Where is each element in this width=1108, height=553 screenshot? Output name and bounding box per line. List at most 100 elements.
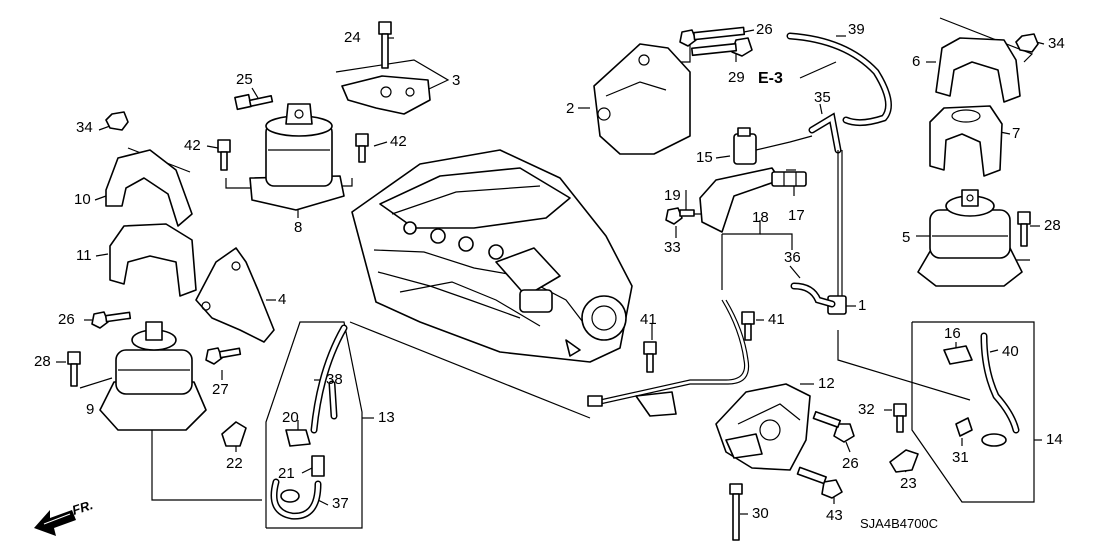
callout-2: 2 — [566, 100, 575, 117]
section-reference-label: E-3 — [758, 70, 783, 87]
callout-17: 17 — [788, 207, 805, 224]
callout-37: 37 — [332, 495, 349, 512]
callout-24: 24 — [344, 29, 361, 46]
diagram-code: SJA4B4700C — [860, 516, 939, 531]
part-7-cover — [929, 105, 1003, 177]
part-36-hose — [790, 282, 836, 308]
callout-42-right: 42 — [390, 133, 407, 150]
part-12-bracket — [715, 383, 811, 471]
bolt-24 — [378, 21, 392, 69]
bolt-43 — [796, 466, 843, 499]
part-35-hose — [808, 112, 842, 154]
callout-16: 16 — [944, 325, 961, 342]
bolt-27 — [205, 347, 242, 365]
callout-34-right: 34 — [1048, 35, 1065, 52]
bolt-30 — [729, 483, 743, 541]
callout-35: 35 — [814, 89, 831, 106]
callout-29: 29 — [728, 69, 745, 86]
callout-42-left: 42 — [184, 137, 201, 154]
callout-9: 9 — [86, 401, 95, 418]
callout-19: 19 — [664, 187, 681, 204]
bolt-42-left — [217, 139, 231, 171]
part-4-bracket — [195, 247, 275, 343]
hose-short-13 — [328, 380, 338, 420]
nut-34-right — [1015, 33, 1039, 53]
callout-33: 33 — [664, 239, 681, 256]
part-15-solenoid — [733, 127, 813, 165]
part-18-pipe — [587, 299, 750, 417]
hose-small-14 — [981, 433, 1007, 447]
bolt-41-right — [741, 311, 755, 341]
callout-3: 3 — [452, 72, 461, 89]
part-10-cover — [105, 149, 193, 227]
bolt-28-left — [67, 351, 81, 387]
callout-1: 1 — [858, 297, 867, 314]
callout-40: 40 — [1002, 343, 1019, 360]
clip-23 — [889, 449, 919, 473]
callout-5: 5 — [902, 229, 911, 246]
callout-28-right: 28 — [1044, 217, 1061, 234]
callout-26-lower: 26 — [842, 455, 859, 472]
callout-14: 14 — [1046, 431, 1063, 448]
callout-36: 36 — [784, 249, 801, 266]
bolt-32 — [893, 403, 907, 433]
callout-4: 4 — [278, 291, 287, 308]
callout-43: 43 — [826, 507, 843, 524]
engine-assembly — [351, 149, 633, 363]
part-37-hose — [270, 478, 322, 520]
callout-12: 12 — [818, 375, 835, 392]
bolt-26-lower — [812, 410, 855, 443]
part-39-hose — [786, 32, 892, 127]
part-20-clamp — [285, 429, 311, 447]
part-3-bracket — [341, 75, 431, 115]
callout-25: 25 — [236, 71, 253, 88]
callout-28-left: 28 — [34, 353, 51, 370]
callout-38: 38 — [326, 371, 343, 388]
nut-34-left — [105, 111, 129, 131]
part-8-mount — [249, 103, 345, 211]
leader-lines — [56, 17, 1045, 529]
bolt-33 — [665, 207, 695, 225]
callout-32: 32 — [858, 401, 875, 418]
part-16-clip — [943, 345, 973, 365]
callout-10: 10 — [74, 191, 91, 208]
callout-22: 22 — [226, 455, 243, 472]
callout-31: 31 — [952, 449, 969, 466]
bolt-29 — [691, 37, 753, 57]
callout-15: 15 — [696, 149, 713, 166]
bolt-25 — [234, 93, 274, 111]
part-31-clamp — [955, 417, 973, 437]
clip-22 — [221, 421, 247, 447]
bolt-28-right — [1017, 211, 1031, 247]
pipe-main — [837, 150, 843, 300]
bolt-42-right — [355, 133, 369, 163]
callout-11: 11 — [76, 247, 92, 264]
callout-30: 30 — [752, 505, 769, 522]
part-19-bracket — [699, 167, 781, 233]
part-38-hose — [310, 324, 348, 434]
callout-41-right: 41 — [768, 311, 785, 328]
part-11-cover — [109, 223, 197, 297]
front-direction-arrow-icon — [34, 510, 76, 536]
callout-20: 20 — [282, 409, 299, 426]
callout-34-left: 34 — [76, 119, 93, 136]
callout-21: 21 — [278, 465, 295, 482]
callout-39: 39 — [848, 21, 865, 38]
part-2-bracket — [593, 43, 691, 155]
callout-23: 23 — [900, 475, 917, 492]
callout-13: 13 — [378, 409, 395, 426]
callout-18: 18 — [752, 209, 769, 226]
callout-26-left: 26 — [58, 311, 75, 328]
bolt-26-top — [679, 26, 746, 47]
callout-26-top: 26 — [756, 21, 773, 38]
part-21-valve — [311, 455, 325, 477]
callout-6: 6 — [912, 53, 921, 70]
bolt-41-left — [643, 341, 657, 373]
part-6-cover — [935, 37, 1021, 103]
callout-41-left: 41 — [640, 311, 657, 328]
bolt-26-left — [91, 311, 132, 329]
part-40-hose — [980, 332, 1020, 434]
callout-8: 8 — [294, 219, 303, 236]
part-5-mount — [917, 189, 1023, 287]
